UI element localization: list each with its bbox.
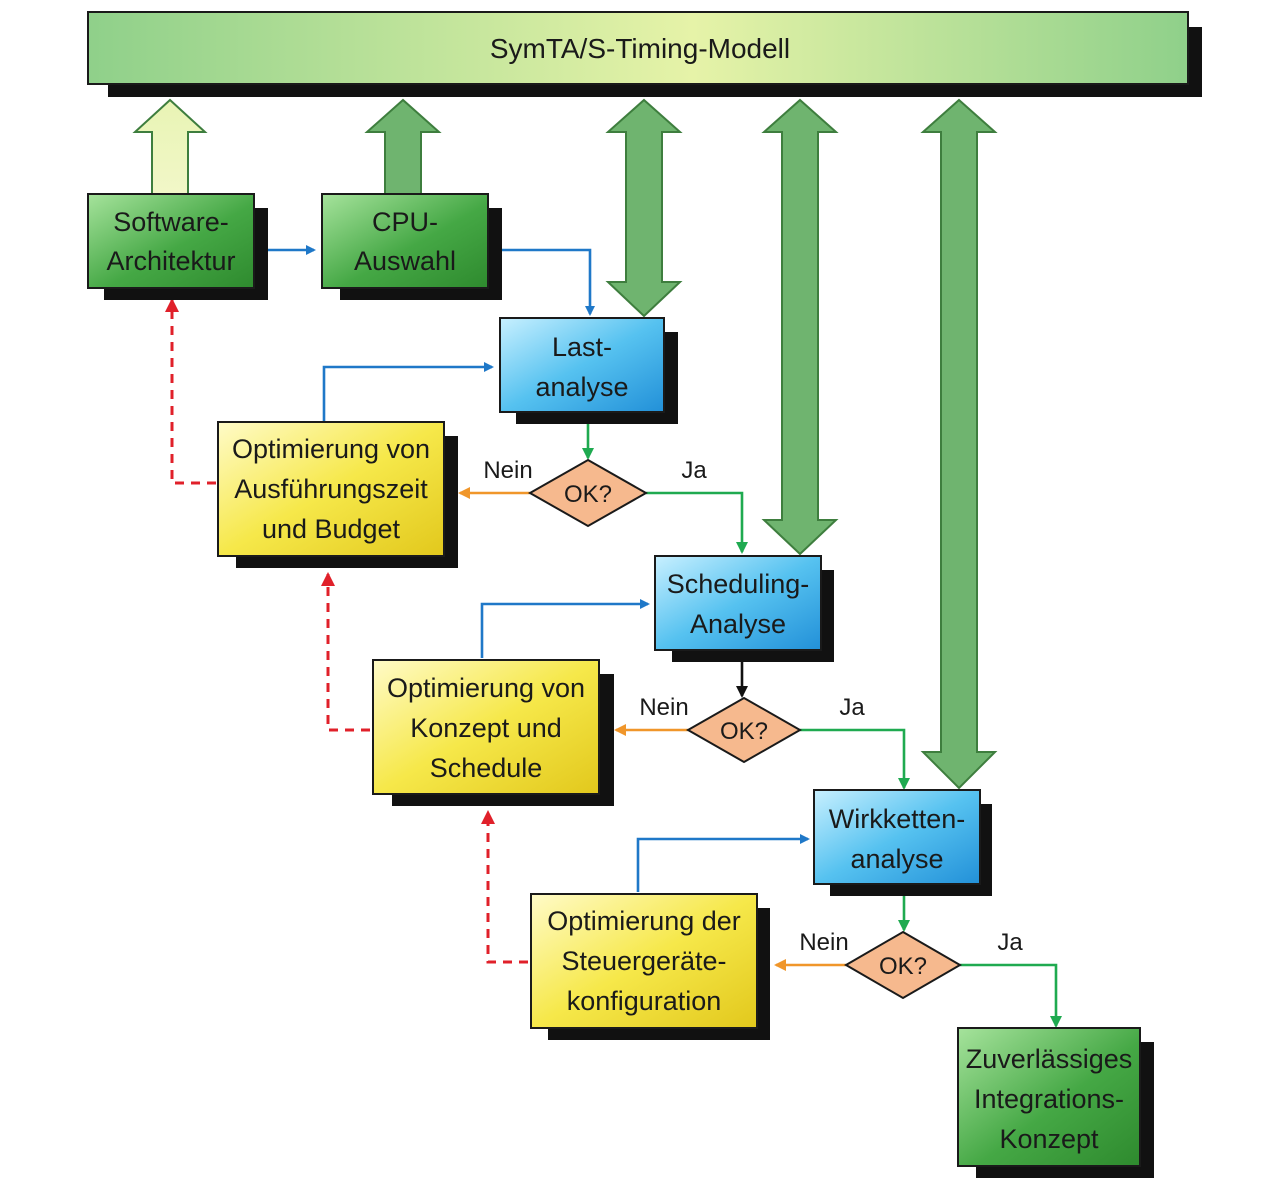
box-integrationskonzept: Zuverlässiges Integrations- Konzept (957, 1027, 1154, 1178)
feedback-optkonzept-optausf (321, 572, 370, 732)
svg-text:Optimierung von: Optimierung von (232, 434, 430, 464)
double-arrow-lastanalyse (605, 98, 683, 318)
box-opt-ausfuehrungszeit: Optimierung von Ausführungszeit und Budg… (217, 421, 458, 568)
decision-ok-2: OK? (685, 696, 803, 764)
box-lastanalyse: Last- analyse (499, 317, 678, 424)
svg-text:Ausführungszeit: Ausführungszeit (234, 474, 428, 504)
label-nein-2: Nein (639, 694, 688, 721)
decision-ok-3: OK? (844, 930, 962, 1000)
svg-text:und Budget: und Budget (262, 514, 401, 544)
svg-text:Zuverlässiges: Zuverlässiges (966, 1044, 1133, 1074)
timing-model-bar: SymTA/S-Timing-Modell (87, 11, 1202, 97)
double-arrow-scheduling (761, 98, 839, 556)
label-nein-3: Nein (799, 929, 848, 956)
up-arrow-software (132, 98, 208, 195)
edge-optkonzept-scheduling (480, 599, 650, 658)
model-connector-arrows (132, 98, 998, 790)
svg-text:konfiguration: konfiguration (567, 986, 722, 1016)
label-nein-1: Nein (483, 457, 532, 484)
svg-text:Integrations-: Integrations- (974, 1084, 1124, 1114)
double-arrow-wirkketten (920, 98, 998, 790)
box-cpu-auswahl: CPU- Auswahl (321, 193, 502, 300)
box-opt-konzept: Optimierung von Konzept und Schedule (372, 659, 614, 806)
up-arrow-cpu (364, 98, 442, 195)
label-ja-1: Ja (681, 457, 707, 484)
svg-text:OK?: OK? (720, 718, 768, 745)
box-opt-steuergeraete: Optimierung der Steuergeräte- konfigurat… (530, 893, 770, 1040)
edge-ok3-yes (960, 963, 1062, 1028)
svg-text:Architektur: Architektur (106, 246, 235, 276)
feedback-optsteuer-optkonzept (481, 810, 528, 964)
svg-text:Optimierung der: Optimierung der (547, 906, 741, 936)
label-ja-3: Ja (997, 929, 1023, 956)
decision-ok-1: OK? (527, 458, 649, 528)
edge-optausf-lastanalyse (322, 362, 494, 422)
edge-optsteuer-wirkketten (636, 834, 810, 892)
svg-text:OK?: OK? (564, 481, 612, 508)
edge-ok1-yes (646, 491, 748, 554)
svg-text:Analyse: Analyse (690, 609, 786, 639)
svg-text:Steuergeräte-: Steuergeräte- (561, 946, 726, 976)
feedback-optausf-software (165, 298, 216, 485)
timing-model-title: SymTA/S-Timing-Modell (490, 33, 790, 64)
svg-text:Software-: Software- (113, 207, 229, 237)
svg-text:Wirkketten-: Wirkketten- (829, 804, 966, 834)
box-scheduling-analyse: Scheduling- Analyse (654, 555, 834, 662)
svg-text:analyse: analyse (850, 844, 943, 874)
box-wirkkettenanalyse: Wirkketten- analyse (813, 789, 992, 896)
svg-text:Auswahl: Auswahl (354, 246, 456, 276)
box-software-architektur: Software- Architektur (87, 193, 268, 300)
svg-text:analyse: analyse (535, 372, 628, 402)
flow-lines (165, 245, 1062, 1028)
edge-labels: Nein Ja Nein Ja Nein Ja (483, 457, 1023, 956)
svg-text:Scheduling-: Scheduling- (667, 569, 810, 599)
svg-text:Last-: Last- (552, 332, 612, 362)
svg-text:CPU-: CPU- (372, 207, 438, 237)
svg-text:Schedule: Schedule (430, 753, 543, 783)
svg-text:OK?: OK? (879, 953, 927, 980)
svg-text:Konzept: Konzept (999, 1124, 1099, 1154)
label-ja-2: Ja (839, 694, 865, 721)
edge-cpu-lastanalyse (488, 248, 595, 316)
svg-text:Optimierung von: Optimierung von (387, 673, 585, 703)
svg-text:Konzept und: Konzept und (410, 713, 562, 743)
edge-ok2-yes (800, 728, 910, 790)
